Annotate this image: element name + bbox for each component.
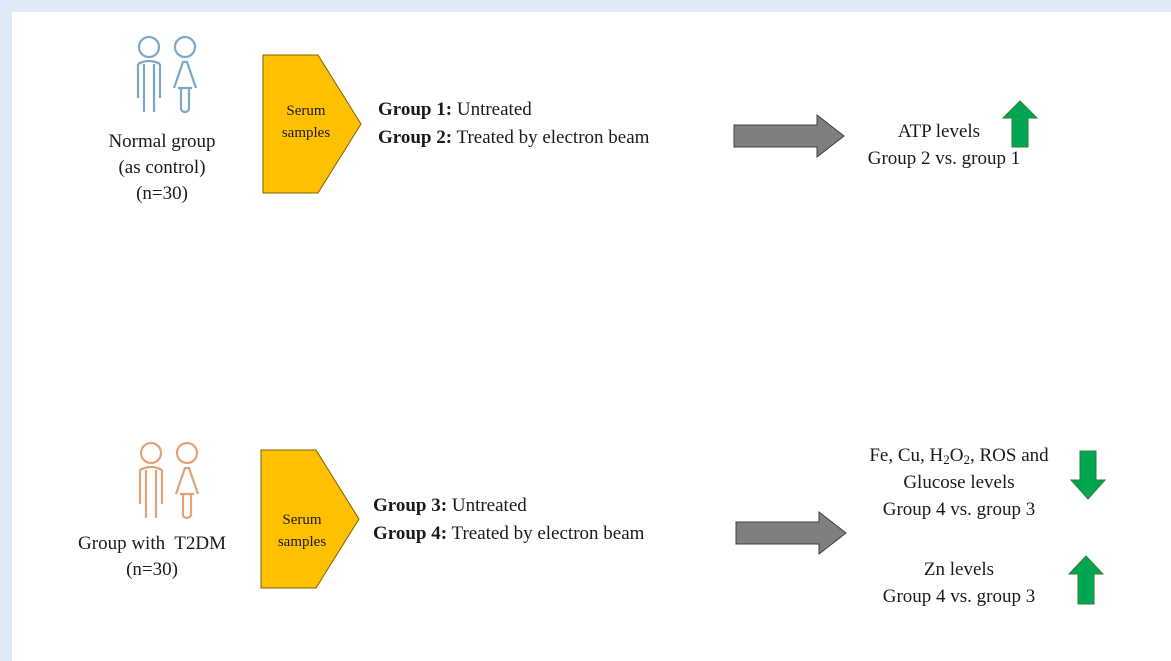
- group-1-label: Group 1:: [378, 99, 453, 120]
- right-arrow-icon: [735, 510, 847, 560]
- serum-line: Serum: [282, 512, 322, 528]
- serum-line: Serum: [286, 103, 326, 119]
- normal-group-caption: Normal group (as control) (n=30): [72, 129, 252, 207]
- groups-top-list: Group 1: Untreated Group 2: Treated by e…: [378, 96, 649, 152]
- group-1-text: Untreated: [452, 99, 532, 120]
- caption-line: Normal group: [108, 131, 216, 152]
- atp-comparison-text: Group 2 vs. group 1: [867, 148, 1021, 169]
- down-arrow-icon: [1069, 450, 1107, 505]
- metals-text: O: [949, 445, 964, 466]
- atp-result: ATP levels Group 2 vs. group 1: [834, 118, 1054, 172]
- metals-levels-line: Fe, Cu, H2O2, ROS and: [834, 442, 1084, 469]
- metals-comparison-text: Group 4 vs. group 3: [882, 499, 1036, 520]
- subscript: 2: [963, 452, 970, 467]
- group-2-label: Group 2:: [378, 127, 453, 148]
- group-3-line: Group 3: Untreated: [373, 492, 644, 520]
- up-arrow-icon: [1001, 100, 1039, 153]
- group-4-label: Group 4:: [373, 523, 448, 544]
- group-3-label: Group 3:: [373, 495, 448, 516]
- zn-comparison-text: Group 4 vs. group 3: [882, 586, 1036, 607]
- group-1-line: Group 1: Untreated: [378, 96, 649, 124]
- group-3-text: Untreated: [447, 495, 527, 516]
- glucose-levels-text: Glucose levels: [903, 472, 1015, 493]
- t2dm-group-people-icon: [132, 440, 216, 522]
- caption-line: (n=30): [126, 559, 178, 580]
- caption-line: (as control): [118, 157, 206, 178]
- group-4-text: Treated by electron beam: [447, 523, 645, 544]
- serum-samples-label: Serum samples: [262, 509, 342, 553]
- metals-text: Fe, Cu, H: [869, 445, 944, 466]
- group-2-text: Treated by electron beam: [452, 127, 650, 148]
- normal-group-people-icon: [130, 34, 214, 116]
- t2dm-group-caption: Group with T2DM (n=30): [42, 531, 262, 583]
- subscript: 2: [943, 452, 950, 467]
- serum-samples-label: Serum samples: [266, 100, 346, 144]
- up-arrow-icon: [1067, 555, 1105, 610]
- caption-line: (n=30): [136, 183, 188, 204]
- diagram-canvas: Normal group (as control) (n=30) Serum s…: [12, 12, 1171, 661]
- metals-text: , ROS and: [969, 445, 1049, 466]
- metals-result: Fe, Cu, H2O2, ROS and Glucose levels Gro…: [834, 442, 1084, 523]
- serum-samples-box: Serum samples: [262, 54, 362, 194]
- serum-line: samples: [281, 125, 331, 141]
- atp-levels-text: ATP levels: [897, 121, 981, 142]
- group-2-line: Group 2: Treated by electron beam: [378, 124, 649, 152]
- caption-line: Group with T2DM: [78, 533, 226, 554]
- right-arrow-icon: [733, 113, 845, 163]
- groups-bottom-list: Group 3: Untreated Group 4: Treated by e…: [373, 492, 644, 548]
- zn-result: Zn levels Group 4 vs. group 3: [834, 556, 1084, 610]
- serum-samples-box: Serum samples: [260, 449, 360, 589]
- group-4-line: Group 4: Treated by electron beam: [373, 520, 644, 548]
- serum-line: samples: [277, 534, 327, 550]
- zn-levels-text: Zn levels: [923, 559, 995, 580]
